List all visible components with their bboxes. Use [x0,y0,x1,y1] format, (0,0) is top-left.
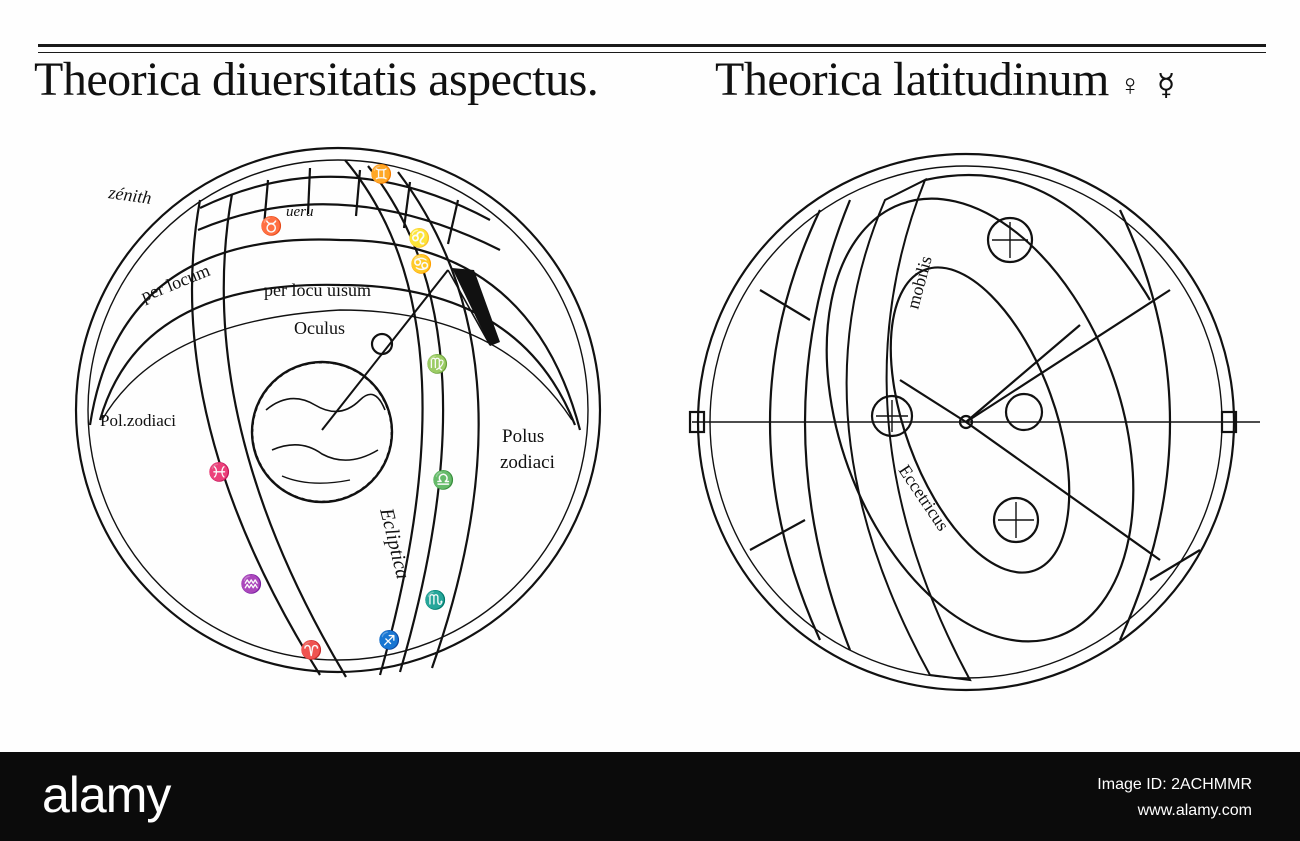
pointer-arm [447,269,491,346]
top-rule-thin [38,52,1266,53]
spoke-4 [899,379,967,423]
upper-band-bottom [197,203,501,251]
label-ecliptica: Ecliptica [375,505,414,581]
band-division-3 [354,169,362,217]
band-division-5 [446,199,460,245]
spoke-3 [965,324,1081,423]
left-band-edge [768,209,822,641]
sign-virgo: ♍ [426,353,448,374]
zenith-arc-outer [88,238,582,431]
site-url-text: www.alamy.com [1137,802,1252,819]
top-rule-thick [38,44,1266,47]
label-pol-zodiaci: Pol.zodiaci [100,411,176,430]
venus-mercury-symbols: ♀ ☿ [1118,69,1180,102]
label-per-locum: per locum [138,260,213,306]
deferent-band [845,177,972,682]
sign-libra: ♎ [432,469,454,490]
label-zodiaci: zodiaci [500,452,555,473]
epicycle-middle [1004,392,1044,432]
deferent-top [924,173,1151,301]
sign-gemini: ♊ [370,163,392,184]
earth-coastline-2 [271,444,379,461]
visual-arc [101,309,573,421]
sign-aquarius: ♒ [240,573,262,594]
sign-aries: ♈ [300,639,322,660]
label-polus: Polus [502,426,544,447]
spoke-2 [965,421,1161,561]
title-right-text: Theorica latitudinum [715,53,1109,106]
band-division-2 [306,167,312,215]
sign-taurus: ♉ [260,215,282,236]
label-veru: ueru [286,204,314,220]
epicycle-bottom-cross [998,502,1034,538]
upper-band-top [199,175,491,221]
zodiac-signs: ♊ ♉ ♋ ♓ ♒ ♈ ♍ ♎ ♏ ♐ ♌ [208,163,454,660]
outer-ring [74,146,602,674]
axis-pin-left [688,410,706,434]
title-left: Theorica diuersitatis aspectus. [34,52,599,107]
title-right: Theorica latitudinum ♀ ☿ [715,52,1179,107]
axis-pin-right [1220,410,1238,434]
moon-marker [370,332,394,356]
sight-line [321,269,449,431]
earth-coastline-3 [281,475,351,484]
band-division-4 [402,181,412,229]
left-band-inner [803,199,852,651]
woodcut-plate: Theorica diuersitatis aspectus. Theorica… [34,44,1266,692]
sign-scorpio: ♏ [424,589,446,610]
epicycle-left-cross [876,400,908,432]
armillary-sphere-aspect: zénith per locum per locũ uisum Oculus u… [74,146,602,678]
image-id-text: Image ID: 2ACHMMR [1097,776,1252,793]
outer-ring-inner [87,159,589,661]
zenith-arc-inner [98,283,577,426]
spoke-1 [965,289,1171,423]
armillary-sphere-latitude: mobilis Eccetricus [688,152,1260,692]
sign-sagittarius: ♐ [378,629,400,650]
sign-cancer: ♋ [410,253,432,274]
sign-leo: ♌ [408,227,430,248]
meridian-band-left-outer [190,199,321,676]
earth-shading [252,362,392,502]
meridian-band-left-inner [222,193,347,678]
ecliptic-band-inner [367,165,445,673]
earth-coastline-1 [265,393,386,413]
label-zenith: zénith [106,182,152,208]
epicycle-bottom [992,496,1040,544]
right-band-edge [1118,209,1172,641]
band-division-1 [262,179,270,227]
sign-pisces: ♓ [208,461,230,482]
title-left-text: Theorica diuersitatis aspectus. [34,53,599,106]
label-oculus: Oculus [294,318,345,338]
epicycle-top-cross [992,222,1028,258]
label-eccentricus: Eccetricus [895,461,953,534]
ecliptic-band-edge [397,171,480,669]
label-per-locu-uisum: per locũ uisum [264,280,371,300]
alamy-logo: alamy [42,767,171,823]
eccentric-inner [889,266,1071,574]
epicycle-top [986,216,1034,264]
spoke-right-lower [1149,549,1201,581]
epicycle-left [870,394,914,438]
watermark-footer: alamy Image ID: 2ACHMMR www.alamy.com [0,752,1300,841]
eccentric-outer [825,197,1135,643]
earth-globe [250,360,394,504]
spoke-left-2 [749,519,806,551]
centre-pivot [958,414,974,430]
ecliptic-dark-marker [452,268,500,346]
